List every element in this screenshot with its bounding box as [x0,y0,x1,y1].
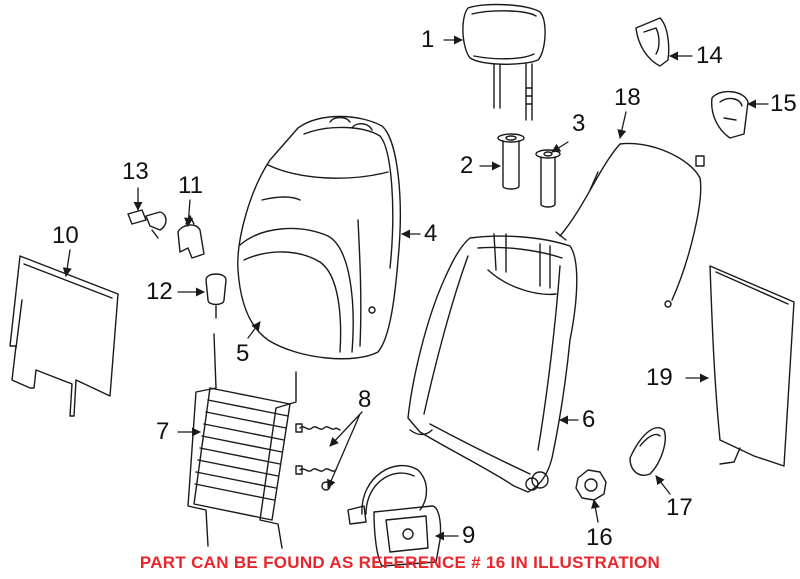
rear-panel-part [709,265,795,467]
callout-18: 18 [614,84,641,111]
callout-12: 12 [146,278,173,305]
headrest-guide-button-part [535,149,561,208]
callout-17: 17 [666,494,693,521]
callout-3: 3 [572,110,586,137]
callout-4: 4 [424,220,438,247]
suspension-mat-part [187,333,297,549]
push-pin-part [127,209,167,239]
callout-9: 9 [462,522,476,549]
callout-6: 6 [582,406,596,433]
callout-13: 13 [122,158,149,185]
callout-19: 19 [646,364,673,391]
release-cable-part [555,142,705,308]
callout-10: 10 [52,222,79,249]
callout-5: 5 [236,340,250,367]
fastener-12-part [205,273,227,319]
callout-14: 14 [696,42,723,69]
seatback-cushion-part [237,115,401,360]
clip-part [177,215,205,259]
trim-cover-14-part [635,17,670,67]
headrest-part [462,3,546,121]
callout-15: 15 [770,90,797,117]
release-handle-part [629,427,666,476]
callout-2: 2 [460,152,474,179]
recliner-knob-part [575,469,607,501]
back-panel-part [9,255,119,417]
callout-1: 1 [421,26,435,53]
callout-7: 7 [156,418,170,445]
callout-16: 16 [586,524,613,551]
reference-note: PART CAN BE FOUND AS REFERENCE # 16 IN I… [139,553,661,572]
headrest-guide-part [497,133,525,190]
lumbar-support-part [347,464,442,567]
trim-cover-15-part [711,91,749,139]
springs-part [295,423,341,491]
leader-lines [62,35,769,541]
callout-11: 11 [178,172,203,199]
callout-8: 8 [358,386,372,413]
seatback-frame-part [407,233,578,493]
